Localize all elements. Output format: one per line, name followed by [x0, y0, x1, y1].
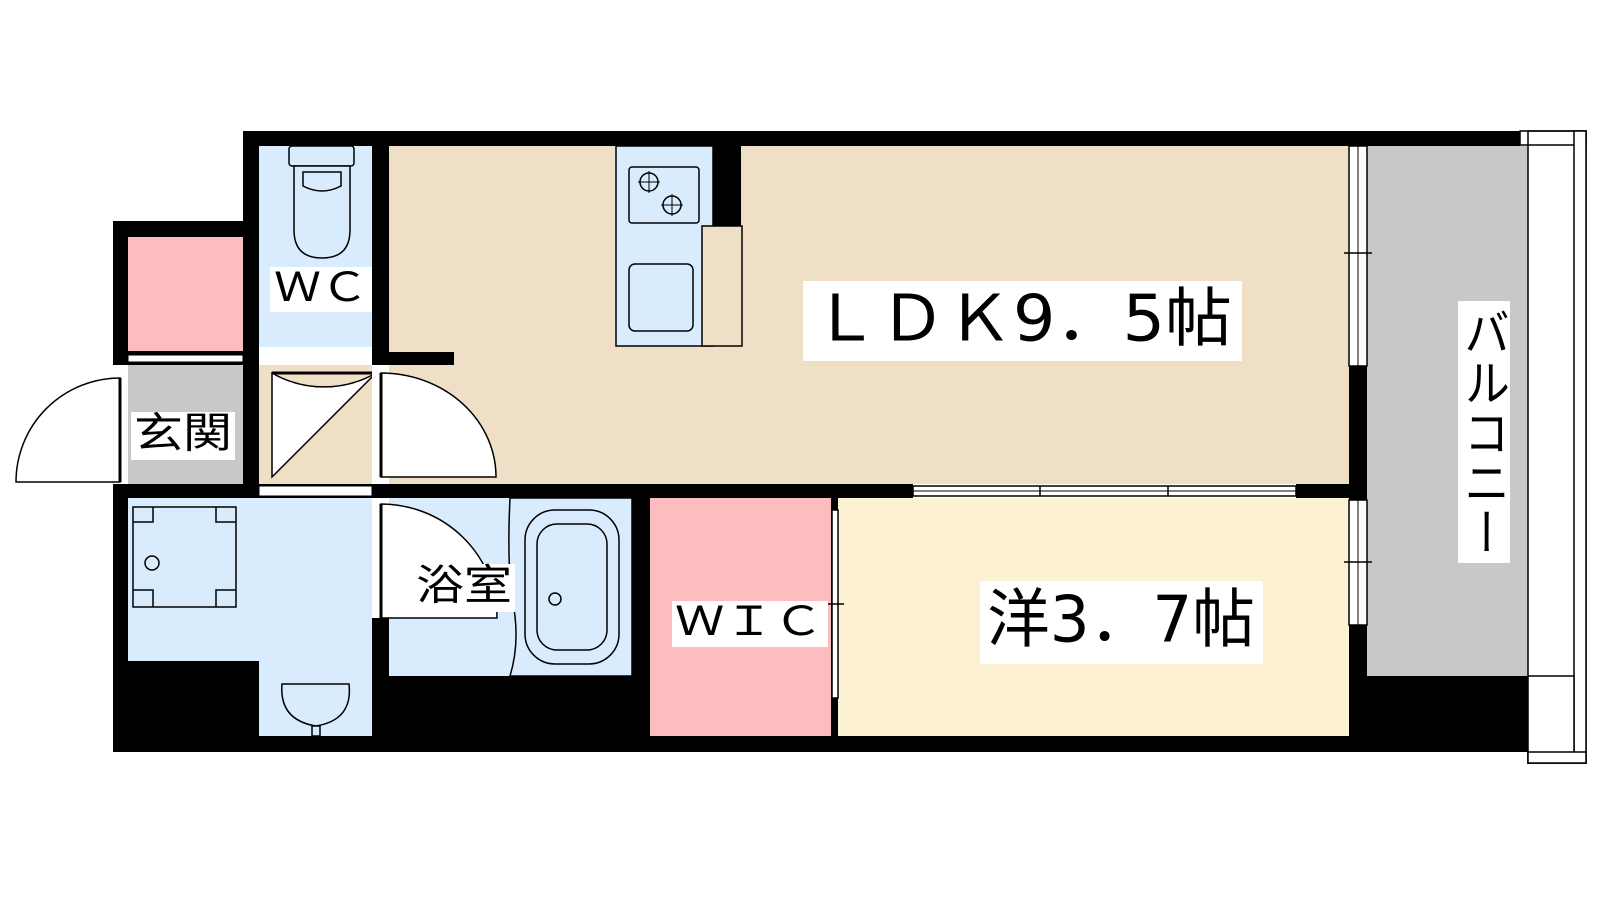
wall-entrance-right: [243, 351, 259, 484]
western-room-label: 洋3．7帖: [987, 584, 1255, 658]
room-labels: ＬＤＫ9．5帖 洋3．7帖 ＷＩＣ ＷＣ 浴室 玄関 バルコニー: [131, 265, 1511, 664]
toilet-icon: [288, 145, 355, 259]
door-swings: [15, 347, 498, 619]
wall-bottom: [113, 736, 1367, 752]
ldk-door: [372, 365, 497, 484]
wic-label-background: [672, 601, 828, 647]
shoe-closet-door: [127, 354, 244, 363]
washroom-door-frame: [258, 485, 373, 497]
ldk-label: ＬＤＫ9．5帖: [812, 283, 1232, 357]
wall-bottom-left-block: [128, 661, 259, 736]
balcony-label: バルコニー: [1457, 307, 1511, 557]
ldk-label-background: [803, 281, 1242, 361]
wall-hall-bottom: [113, 484, 913, 498]
entrance-door: [15, 365, 128, 484]
wall-wc-right-stub: [372, 352, 454, 365]
wall-balcony-lower: [1349, 625, 1367, 736]
two-burner-stove-icon: [628, 166, 700, 224]
wall-balcony-bottom-block: [1367, 676, 1528, 752]
toilet-door: [270, 347, 377, 479]
wall-bottom-mid-block: [372, 676, 650, 736]
wall-balcony-mid: [1349, 366, 1367, 500]
wall-left-upper: [113, 221, 128, 365]
walk-in-closet-label: ＷＩＣ: [675, 599, 823, 645]
wall-bath-wic: [632, 498, 650, 736]
bathroom-label-background: [413, 564, 515, 612]
balcony-label-background: [1458, 301, 1510, 563]
wall-washroom-sink-left: [243, 661, 259, 736]
wc-label-background: [270, 267, 372, 312]
washing-machine-pan-icon: [132, 506, 237, 608]
toilet-label: ＷＣ: [274, 265, 368, 311]
wall-left-lower: [113, 484, 128, 752]
room-floors: [128, 146, 1528, 736]
kitchen-sink-icon: [628, 263, 694, 332]
bathroom-label: 浴室: [416, 561, 512, 610]
windows: [127, 145, 1372, 699]
entrance-label-background: [131, 412, 235, 460]
kitchen: [615, 145, 743, 347]
walls: [113, 131, 1528, 752]
wall-kitchen-stub: [713, 146, 741, 226]
balcony-railing: [1519, 130, 1587, 764]
bathtub-icon: [508, 497, 633, 677]
wall-wc-left: [243, 131, 259, 365]
entrance-label: 玄関: [134, 409, 232, 458]
wall-step-top: [113, 221, 259, 237]
washbasin-icon: [281, 683, 351, 737]
shoe-closet-floor: [128, 237, 243, 351]
kitchen-back-panel: [701, 225, 743, 347]
wall-top: [243, 131, 1520, 146]
western-room-label-background: [980, 581, 1263, 664]
wall-wc-right: [372, 146, 389, 361]
